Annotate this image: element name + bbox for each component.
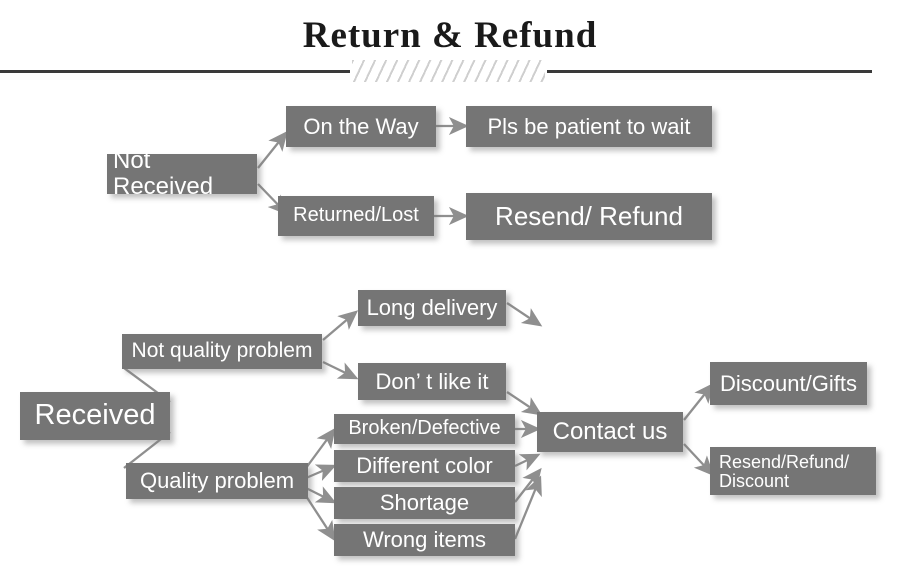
node-quality-problem[interactable]: Quality problem <box>126 463 308 499</box>
node-wrong-items[interactable]: Wrong items <box>334 524 515 556</box>
node-pls-be-patient-to-wait[interactable]: Pls be patient to wait <box>466 106 712 147</box>
page-title: Return & Refund <box>302 15 598 56</box>
node-received[interactable]: Received <box>20 392 170 440</box>
node-not-received[interactable]: Not Received <box>107 148 257 199</box>
node-shortage[interactable]: Shortage <box>334 487 515 519</box>
node-different-color[interactable]: Different color <box>334 450 515 482</box>
outcome-line-2: Discount <box>719 471 790 492</box>
node-returned-lost[interactable]: Returned/Lost <box>278 196 434 236</box>
node-on-the-way[interactable]: On the Way <box>286 106 436 147</box>
node-broken-defective[interactable]: Broken/Defective <box>334 414 515 444</box>
node-not-quality-problem[interactable]: Not quality problem <box>122 334 322 369</box>
node-contact-us[interactable]: Contact us <box>537 412 683 452</box>
node-resend-refund[interactable]: Resend/ Refund <box>466 193 712 240</box>
divider-line-left <box>0 70 350 73</box>
divider-line-right <box>547 70 872 73</box>
node-dont-like-it[interactable]: Don’ t like it <box>358 363 506 400</box>
node-discount-gifts[interactable]: Discount/Gifts <box>710 362 867 405</box>
node-resend-refund-discount[interactable]: Resend/Refund/ Discount <box>710 447 876 495</box>
node-long-delivery[interactable]: Long delivery <box>358 290 506 326</box>
hatch-divider-icon <box>352 60 545 82</box>
outcome-line-1: Resend/Refund/ <box>719 452 850 472</box>
